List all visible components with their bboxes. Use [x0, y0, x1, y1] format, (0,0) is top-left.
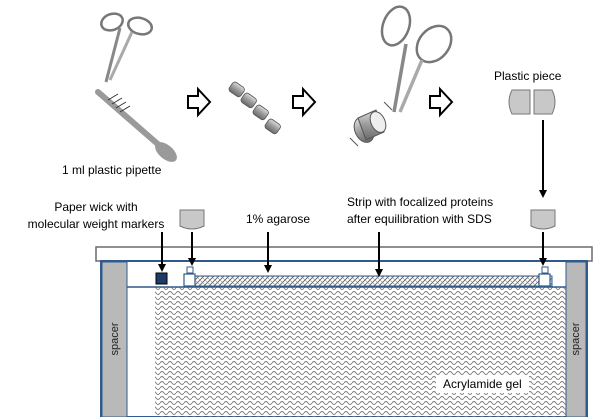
- paper-wick-label-2: molecular weight markers: [27, 217, 165, 231]
- paper-wick-label-1: Paper wick with: [54, 200, 138, 214]
- process-arrow-icon: [187, 86, 212, 118]
- scissors-icon: [380, 5, 453, 113]
- strip-label-2: after equilibration with SDS: [347, 212, 492, 226]
- process-arrow-icon: [429, 86, 454, 118]
- plastic-piece-icon: [530, 209, 556, 230]
- ipg-strip: [183, 275, 553, 287]
- pipette-label: 1 ml plastic pipette: [62, 163, 162, 177]
- spacer-label-left: spacer: [109, 322, 121, 356]
- pipette-pieces-icon: [228, 81, 281, 135]
- pipette-icon: [95, 89, 177, 162]
- cut-cylinder-icon: [349, 101, 393, 147]
- paper-wick: [155, 272, 168, 285]
- strip-label-1: Strip with focalized proteins: [347, 195, 494, 209]
- process-arrow-icon: [292, 86, 317, 118]
- plastic-piece-icon: [508, 89, 556, 115]
- plastic-piece-label: Plastic piece: [494, 69, 562, 83]
- spacer-label-right: spacer: [570, 322, 582, 356]
- scissors-icon: [100, 12, 154, 83]
- plastic-piece-icon: [179, 209, 205, 230]
- gel-label: Acrylamide gel: [436, 376, 529, 393]
- agarose-label: 1% agarose: [246, 212, 311, 226]
